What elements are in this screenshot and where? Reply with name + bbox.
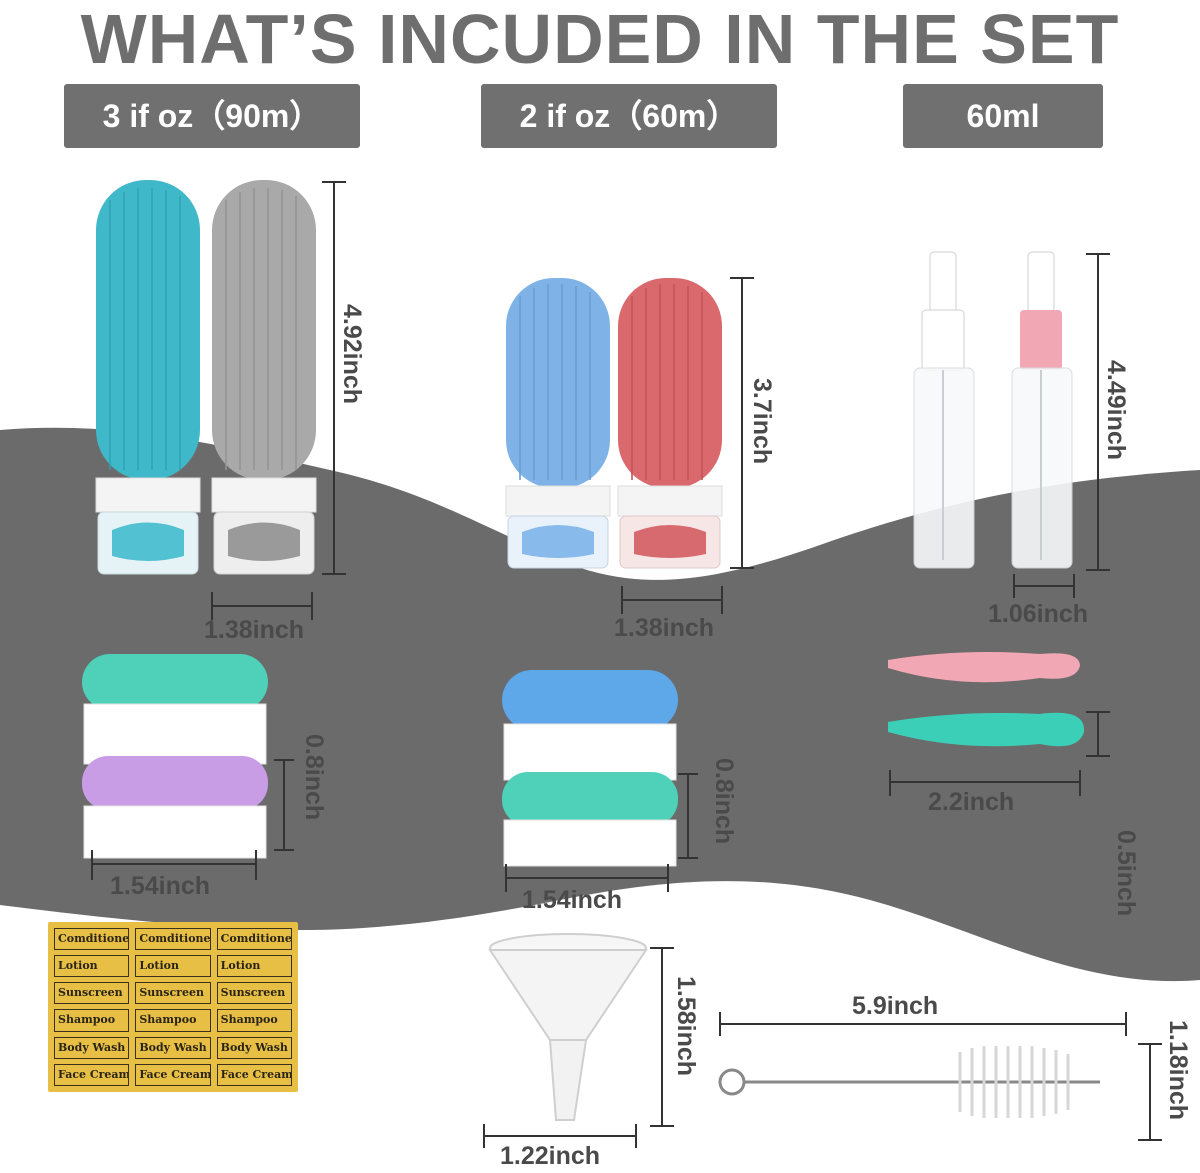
funnel [488,933,648,1121]
small-bottle-blue [505,278,611,569]
label-cell: Comditioner [54,928,130,951]
label-cell: Shampoo [135,1009,211,1032]
dim-brush-length: 5.9inch [852,992,939,1020]
large-bottle-teal [95,180,201,575]
label-cell: Face Cream [135,1063,211,1086]
label-cell: Shampoo [216,1009,292,1032]
dim-brush-height: 1.18inch [1164,1020,1192,1121]
label-cell: Sunscreen [216,982,292,1005]
capacity-pill-90ml: 3 if oz（90m） [64,84,360,148]
dim-small-bottle-width: 1.38inch [614,614,715,642]
label-cell: Face Cream [216,1063,292,1086]
label-cell: Lotion [54,955,130,978]
dim-jar-mid-width: 1.54inch [522,886,623,914]
dim-small-bottle-height: 3.7inch [748,378,776,465]
dim-jar-mid-height: 0.8inch [710,758,738,845]
dimension-lines [91,181,1162,1148]
label-cell: Sunscreen [135,982,211,1005]
capacity-pill-spray: 60ml [903,84,1103,148]
headline: WHAT’S INCUDED IN THE SET [80,0,1120,78]
dim-spoon-height: 0.5inch [1112,830,1140,917]
label-cell: Lotion [135,955,211,978]
dim-spray-width: 1.06inch [988,600,1089,628]
spoon-teal [888,712,1085,747]
dim-spoon-width: 2.2inch [928,788,1015,816]
dim-funnel-height: 1.58inch [672,976,700,1077]
cleaning-brush [718,1046,1100,1118]
label-sheet: Comditioner Comditioner Comditioner Loti… [48,922,298,1092]
label-cell: Body Wash [216,1036,292,1059]
label-cell: Face Cream [54,1063,130,1086]
label-cell: Comditioner [216,928,292,951]
spray-bottle-white [913,251,975,569]
label-cell: Body Wash [54,1036,130,1059]
dim-spray-height: 4.49inch [1102,360,1130,461]
dim-jar-left-width: 1.54inch [110,872,211,900]
jar-stack-left [82,654,268,859]
dim-jar-left-height: 0.8inch [300,734,328,821]
small-bottle-red [617,278,723,569]
capacity-pill-60ml: 2 if oz（60m） [481,84,777,148]
jar-stack-middle [502,670,678,867]
label-cell: Lotion [216,955,292,978]
dim-funnel-width: 1.22inch [500,1142,601,1170]
label-cell: Shampoo [54,1009,130,1032]
label-cell: Comditioner [135,928,211,951]
dim-large-bottle-width: 1.38inch [204,616,305,644]
label-cell: Body Wash [135,1036,211,1059]
spoon-pink [888,652,1080,683]
dim-large-bottle-height: 4.92inch [338,304,366,405]
label-cell: Sunscreen [54,982,130,1005]
large-bottle-gray [211,180,317,575]
spray-bottle-pink [1011,251,1073,569]
